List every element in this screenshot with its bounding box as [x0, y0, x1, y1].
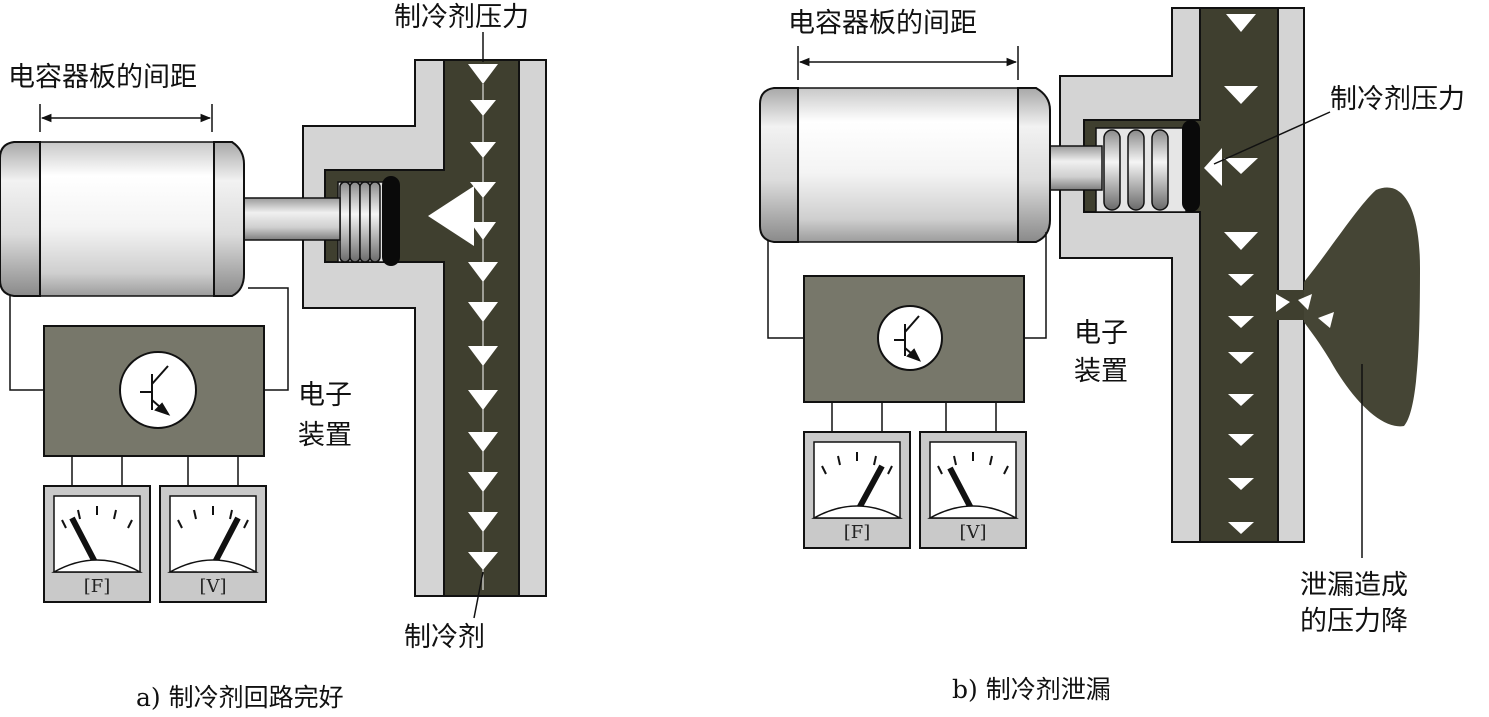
panel-a-electronics-label-2: 装置 [298, 420, 352, 451]
transistor-icon [140, 365, 171, 416]
transistor-icon [894, 315, 922, 362]
panel-a-meter-f-label: [F] [84, 576, 111, 597]
panel-b-electronics-box [803, 275, 1025, 403]
panel-b-capacitor [759, 87, 1051, 243]
panel-b-electronics-label: 电子 [1074, 318, 1128, 349]
panel-a-meter-v: [V] [159, 485, 267, 603]
panel-b-meter-f-label: [F] [844, 522, 871, 543]
panel-a-electronics-box [43, 325, 265, 457]
panel-a-piston-rod [243, 197, 341, 241]
panel-b-spring [1095, 120, 1200, 213]
panel-a-intact-circuit: 电容器板的间距 电子 装置 [0, 2, 547, 712]
panel-b-caption: b) 制冷剂泄漏 [952, 675, 1111, 704]
panel-a-electronics-label: 电子 [298, 380, 352, 411]
panel-a-refrigerant-pipe [302, 59, 547, 597]
panel-b-leak-label: 泄漏造成 [1300, 570, 1408, 601]
panel-a-meter-f: [F] [43, 485, 151, 603]
panel-a-meter-v-label: [V] [199, 576, 226, 597]
panel-a-refrigerant-label: 制冷剂 [404, 622, 485, 653]
panel-b-pressure-arrow [1204, 148, 1222, 186]
panel-b-meter-f: [F] [803, 431, 911, 549]
panel-a-flow-arrows [468, 64, 498, 590]
panel-b-meter-v: [V] [919, 431, 1027, 549]
panel-b-leak-cloud [1304, 187, 1420, 427]
panel-a-meter-f-needle [69, 516, 100, 568]
panel-b-electronics-label-2: 装置 [1074, 356, 1128, 387]
panel-a-plate-gap-dimension [39, 104, 213, 132]
panel-b-refrigerant-pipe [1059, 7, 1308, 543]
panel-a-wires [9, 287, 289, 486]
panel-a-caption: a) 制冷剂回路完好 [136, 683, 344, 712]
panel-b-meter-v-label: [V] [959, 522, 986, 543]
panel-a-pressure-arrow [428, 186, 474, 246]
panel-b-leak-label-2: 的压力降 [1300, 606, 1408, 637]
panel-b-wires [767, 232, 1047, 432]
panel-a-capacitor [0, 141, 245, 297]
panel-a-plate-gap-label: 电容器板的间距 [8, 62, 197, 93]
panel-b-pressure-label: 制冷剂压力 [1330, 84, 1465, 115]
panel-a-pressure-label: 制冷剂压力 [394, 2, 529, 33]
panel-b-meter-f-needle [854, 464, 885, 514]
panel-b-plate-gap-dimension [797, 46, 1019, 80]
panel-a-meter-v-needle [210, 516, 241, 568]
panel-b-piston-rod [1045, 145, 1103, 191]
panel-b-leak: 电容器板的间距 电子 装置 [759, 7, 1465, 704]
panel-b-meter-v-needle [947, 466, 976, 514]
panel-a-spring [337, 176, 400, 266]
panel-b-plate-gap-label: 电容器板的间距 [788, 8, 977, 39]
panel-b-flow-arrows [1224, 14, 1334, 534]
